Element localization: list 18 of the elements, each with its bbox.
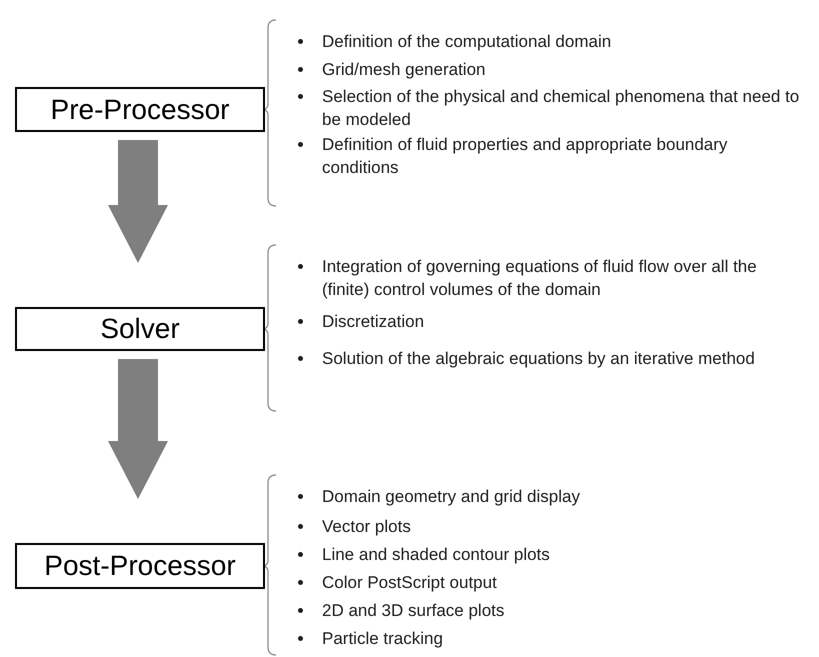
bullet-text: Vector plots [322, 516, 412, 538]
bullet-text: Discretization [322, 311, 426, 333]
bullet-text: Line and shaded contour plots [322, 544, 551, 566]
process-box: Pre-Processor [15, 87, 265, 132]
bullet-text: Solution of the algebraic equations by an iterative method [322, 348, 756, 370]
block-arrow [108, 140, 168, 263]
block-arrow [108, 359, 168, 499]
bullet-text: Domain geometry and grid display [322, 486, 581, 508]
bullet-text: Color PostScript output [322, 572, 498, 594]
bullet-text: Definition of fluid properties and appropriate boundary conditions [322, 134, 728, 179]
bullet-text: Definition of the computational domain [322, 31, 612, 53]
bullet-text: Particle tracking [322, 628, 444, 650]
process-box: Post-Processor [15, 543, 265, 589]
bullet-text: Selection of the physical and chemical phenomena that need to be modeled [322, 86, 800, 131]
bullet-text: Grid/mesh generation [322, 59, 486, 81]
bullet-text: 2D and 3D surface plots [322, 600, 506, 622]
process-box: Solver [15, 307, 265, 351]
bullet-text: Integration of governing equations of fluid flow over all the (finite) control volumes of the domain [322, 256, 758, 301]
